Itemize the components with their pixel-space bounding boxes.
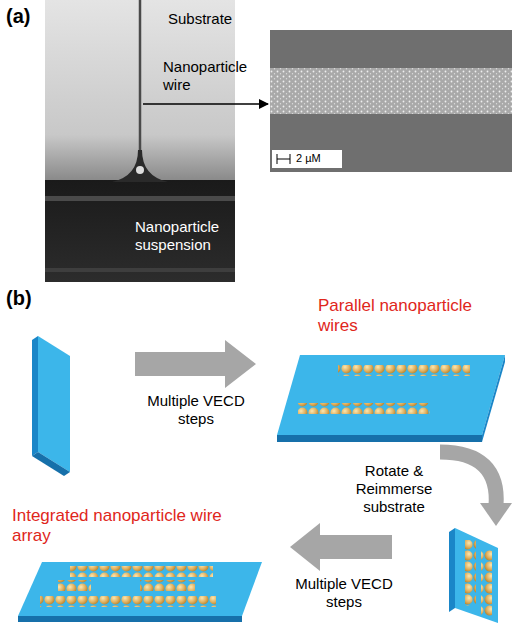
region-label: Substrate (168, 10, 238, 28)
bare-substrate (32, 336, 70, 476)
step-label: Multiple VECD steps (288, 575, 400, 611)
rotate-arrow (440, 452, 512, 526)
pointer-arrow (143, 103, 268, 105)
stage-label: Parallel nanoparticle wires (318, 296, 513, 337)
step-label: Rotate & Reimmerse substrate (343, 462, 445, 516)
panel-label: (a) (6, 4, 50, 28)
panel-label: (b) (6, 286, 50, 310)
stage-label: Integrated nanoparticle wire array (12, 506, 237, 547)
scale-label: 2 µM (296, 152, 340, 165)
region-label: Nanoparticle suspension (135, 218, 231, 254)
step-label: Multiple VECD steps (138, 392, 254, 428)
sem-image (270, 30, 512, 172)
feature-label: Nanoparticle wire (163, 58, 263, 94)
process-arrow (290, 523, 392, 571)
process-arrow (135, 340, 256, 388)
array-substrate (18, 562, 262, 622)
meniscus-photo (45, 0, 235, 282)
rotated-substrate (449, 528, 498, 623)
wire-substrate (277, 355, 505, 442)
